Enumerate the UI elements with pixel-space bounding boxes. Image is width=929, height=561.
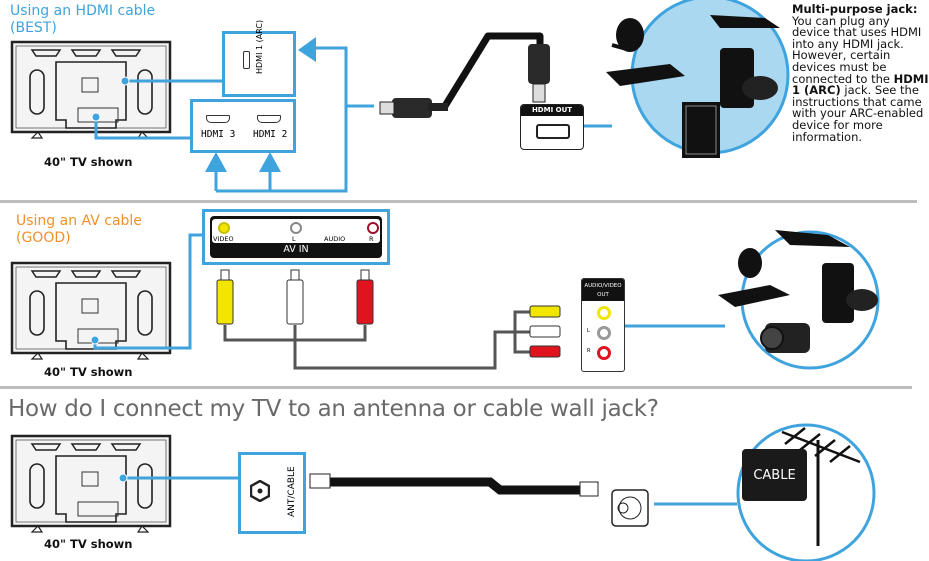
hdmi1-label: HDMI 1 (ARC) (255, 19, 264, 74)
coax-port-icon (250, 480, 270, 502)
note-text-1: You can plug any device that uses HDMI i… (792, 13, 922, 86)
tv-caption: 40" TV shown (44, 365, 133, 379)
coax-cable (330, 477, 580, 495)
section-divider (0, 200, 917, 203)
hdmi-ports-box: HDMI 3 HDMI 2 (190, 99, 296, 153)
arrow-up-icon (205, 152, 227, 172)
av-out-right-label: R (587, 348, 591, 354)
antenna-section-heading: How do I connect my TV to an antenna or … (8, 396, 659, 422)
av-out-title-1: AUDIO/VIDEO (584, 283, 622, 289)
hdmi-section-title: Using an HDMI cable (BEST) (10, 3, 155, 37)
audio-right-jack-icon (367, 222, 379, 234)
cable-route-line (216, 46, 348, 193)
tv-back-image (10, 434, 172, 533)
note-lead: Multi-purpose jack: (792, 2, 918, 16)
av-out-title-2: OUT (597, 292, 609, 298)
video-out-jack-icon (597, 306, 611, 320)
hdmi-title-line1: Using an HDMI cable (10, 3, 156, 19)
wall-jack-icon (611, 489, 649, 527)
av-in-panel: VIDEO L AUDIO R AV IN (210, 216, 382, 258)
hdmi2-label: HDMI 2 (253, 129, 288, 140)
arrow-up-icon (259, 152, 281, 172)
av-in-label: AV IN (283, 244, 309, 255)
av-connection-lines (90, 233, 725, 370)
note-bold-mid: HDMI 1 (ARC) (792, 71, 929, 98)
cable-box: CABLE (742, 449, 807, 501)
hdmi-port-icon (536, 124, 570, 139)
note-text-2: jack. See the instructions that came wit… (792, 83, 924, 144)
tv-caption: 40" TV shown (44, 155, 133, 169)
devices-group-icon (606, 0, 790, 158)
tv-back-image (10, 40, 172, 139)
tv-caption: 40" TV shown (44, 537, 133, 551)
hdmi-port-icon (243, 51, 250, 69)
hdmi-port-icon (206, 115, 230, 123)
multi-purpose-jack-note: Multi-purpose jack: You can plug any dev… (792, 2, 929, 144)
av-section-title: Using an AV cable (GOOD) (16, 213, 142, 247)
rca-plug-yellow (216, 269, 234, 325)
ant-cable-label: ANT/CABLE (287, 466, 297, 517)
audio-label: AUDIO (324, 235, 346, 243)
av-title-line2: (GOOD) (16, 230, 71, 246)
hdmi-title-line2: (BEST) (10, 20, 57, 36)
rca-plug-red (356, 269, 374, 325)
hdmi-connection-lines (91, 37, 612, 193)
av-in-panel-box: VIDEO L AUDIO R AV IN (202, 209, 390, 265)
hdmi-cable-icon (379, 32, 550, 118)
audio-right-out-jack-icon (597, 346, 611, 360)
hdmi-port-icon (257, 115, 281, 123)
av-title-line1: Using an AV cable (16, 213, 142, 229)
hdmi3-label: HDMI 3 (201, 129, 236, 140)
audio-left-out-jack-icon (597, 326, 611, 340)
audio-left-jack-icon (290, 222, 302, 234)
hdmi-out-jack: HDMI OUT (520, 104, 584, 150)
video-label: VIDEO (213, 235, 234, 243)
left-label: L (292, 235, 296, 243)
hdmi-out-label: HDMI OUT (521, 105, 583, 116)
av-out-panel: AUDIO/VIDEO OUT L R (581, 278, 625, 372)
hdmi1-arc-port-box: HDMI 1 (ARC) (222, 20, 296, 97)
right-label: R (369, 235, 374, 243)
av-devices-group-icon (718, 230, 880, 370)
arrow-left-icon (298, 37, 316, 62)
ant-cable-port-box: ANT/CABLE (238, 452, 306, 534)
video-jack-icon (218, 222, 230, 234)
tv-to-hdmi-bottom-line (94, 117, 190, 140)
av-out-left-label: L (587, 328, 590, 334)
section-divider (0, 386, 912, 389)
av-out-header: AUDIO/VIDEO OUT (582, 279, 624, 301)
rca-plug-white (286, 269, 304, 325)
